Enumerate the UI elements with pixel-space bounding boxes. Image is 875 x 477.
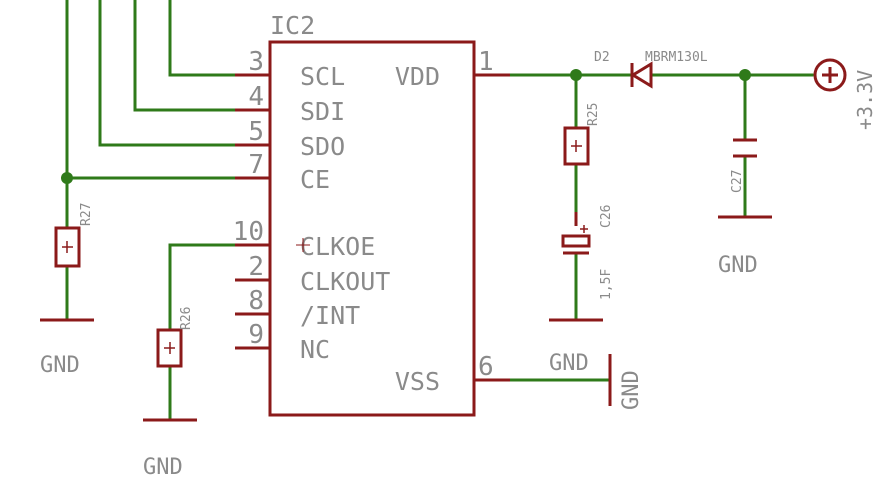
pin-name: VDD: [395, 62, 440, 91]
resistor-r27: R27: [54, 203, 94, 268]
gnd-c26: GND: [549, 318, 603, 376]
pin-number: 4: [248, 82, 264, 112]
resistor-body: [156, 328, 183, 368]
supply-3v3: +3.3V: [813, 58, 875, 130]
pin-name: SDO: [300, 132, 345, 161]
part-label: R27: [79, 203, 94, 226]
junction-vdd: [570, 69, 582, 81]
diode-triangle: [630, 61, 653, 89]
wire-ce: [65, 0, 237, 180]
gnd-label: GND: [619, 370, 644, 410]
supply-label: +3.3V: [853, 70, 875, 130]
part-label: R25: [586, 103, 601, 126]
wire-clkoe: [168, 243, 237, 332]
junction-ce: [61, 172, 73, 184]
supply-symbol: [813, 58, 847, 92]
capacitor-plate: [561, 234, 591, 248]
ic-name: IC2: [270, 11, 315, 40]
pin-name: CLKOUT: [300, 267, 390, 296]
wires: [65, 0, 814, 420]
pin-number: 7: [248, 150, 264, 180]
pin-name: SCL: [300, 62, 345, 91]
pin-number: 10: [233, 217, 264, 247]
pin-name: CE: [300, 165, 330, 194]
gnd-r27: GND: [40, 318, 94, 378]
diode-d2: D2 MBRM130L: [594, 50, 708, 89]
pin-name: NC: [300, 335, 330, 364]
resistor-body: [54, 226, 81, 268]
pin-number: 3: [248, 47, 264, 77]
gnd-label: GND: [40, 353, 80, 378]
ic-body: [268, 40, 476, 417]
part-label: R26: [179, 307, 194, 330]
gnd-label: GND: [718, 253, 758, 278]
pin-name: /INT: [300, 301, 360, 330]
gnd-label: GND: [549, 351, 589, 376]
part-label: C27: [730, 170, 745, 193]
wire-scl: [168, 0, 237, 77]
pin-number: 5: [248, 117, 264, 147]
resistor-body: [563, 126, 590, 166]
pin-number: 2: [248, 252, 264, 282]
gnd-r26: GND: [143, 418, 197, 477]
part-label: D2: [594, 50, 610, 65]
resistor-r25: R25: [563, 103, 601, 166]
pin-number: 1: [478, 47, 494, 77]
pin-name: SDI: [300, 97, 345, 126]
pin-number: 8: [248, 286, 264, 316]
part-value: MBRM130L: [645, 50, 708, 65]
capacitor-c27: C27: [730, 138, 757, 193]
gnd-vss: GND: [608, 354, 644, 410]
wire-sdi: [133, 0, 237, 112]
ic2: IC2 3 4 5 7 10 2 8 9 SCL SDI SDO CE CLKO…: [233, 11, 510, 417]
pin-number: 9: [248, 320, 264, 350]
pin-number: 6: [478, 352, 494, 382]
resistor-r26: R26: [156, 307, 194, 368]
wire-sdo: [98, 0, 237, 147]
junction-3v3: [739, 69, 751, 81]
part-label: C26: [599, 205, 614, 228]
part-value: 1,5F: [599, 269, 614, 300]
pin-name: CLKOE: [300, 232, 375, 261]
pin-name: VSS: [395, 367, 440, 396]
capacitor-c26: C26 1,5F: [561, 205, 614, 300]
gnd-label: GND: [143, 455, 183, 477]
gnd-c27: GND: [718, 215, 772, 278]
